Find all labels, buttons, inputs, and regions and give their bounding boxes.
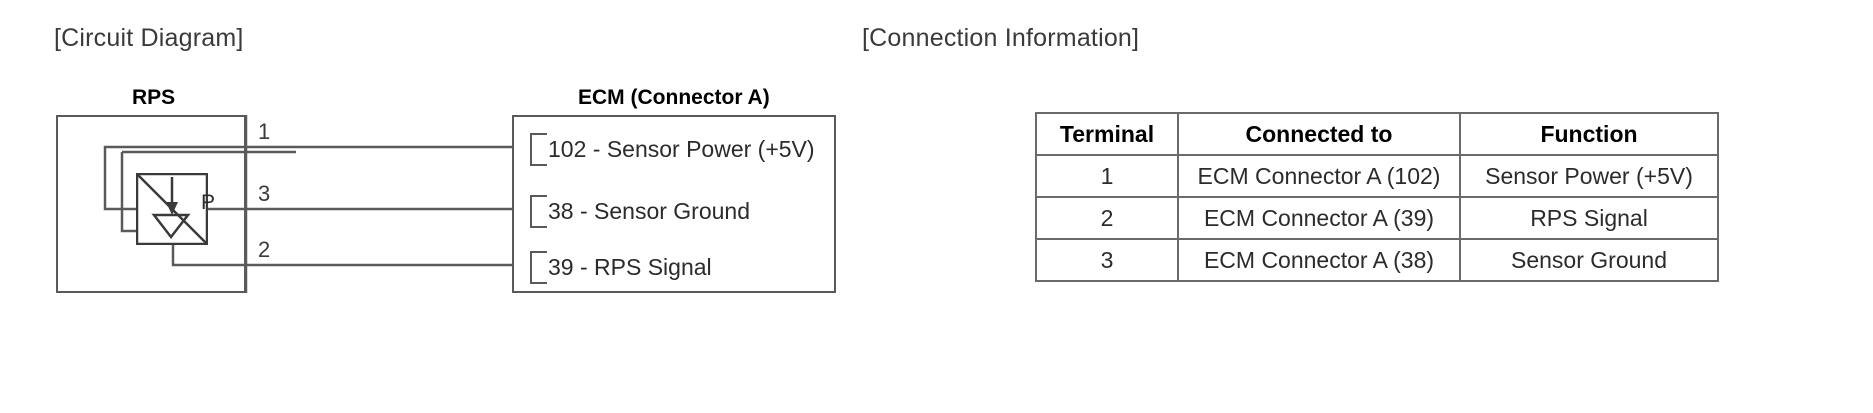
ecm-terminal-label: 102 - Sensor Power (+5V) <box>548 135 815 162</box>
ecm-terminal-39: 39 - RPS Signal <box>530 245 712 289</box>
cell-terminal: 1 <box>1035 154 1179 198</box>
table-header-row: Terminal Connected to Function <box>1035 112 1719 156</box>
rps-box-title: RPS <box>132 86 176 109</box>
table-row: 2 ECM Connector A (39) RPS Signal <box>1035 196 1719 240</box>
cell-terminal: 3 <box>1035 238 1179 282</box>
connection-information-table: Terminal Connected to Function 1 ECM Con… <box>1035 112 1719 282</box>
rps-pin-2-number: 2 <box>258 237 271 262</box>
table-row: 1 ECM Connector A (102) Sensor Power (+5… <box>1035 154 1719 198</box>
cell-terminal: 2 <box>1035 196 1179 240</box>
terminal-bracket-icon <box>530 132 547 166</box>
pressure-sensor-symbol <box>136 173 208 245</box>
ecm-component-box <box>512 115 836 293</box>
ecm-box-title: ECM (Connector A) <box>578 86 770 109</box>
ecm-terminal-label: 38 - Sensor Ground <box>548 197 751 224</box>
ecm-terminal-38: 38 - Sensor Ground <box>530 189 750 233</box>
circuit-diagram: RPS P 1 3 2 ECM (C <box>0 0 860 413</box>
column-header-connected-to: Connected to <box>1177 112 1461 156</box>
cell-function: Sensor Ground <box>1459 238 1719 282</box>
connection-heading: [Connection Information] <box>862 24 1140 52</box>
cell-connected-to: ECM Connector A (102) <box>1177 154 1461 198</box>
column-header-terminal: Terminal <box>1035 112 1179 156</box>
rps-pin-3-number: 3 <box>258 181 271 206</box>
table-row: 3 ECM Connector A (38) Sensor Ground <box>1035 238 1719 282</box>
sensor-symbol-label: P <box>201 191 216 214</box>
terminal-bracket-icon <box>530 250 547 284</box>
cell-function: RPS Signal <box>1459 196 1719 240</box>
terminal-bracket-icon <box>530 194 547 228</box>
cell-function: Sensor Power (+5V) <box>1459 154 1719 198</box>
cell-connected-to: ECM Connector A (39) <box>1177 196 1461 240</box>
ecm-terminal-label: 39 - RPS Signal <box>548 253 712 280</box>
ecm-terminal-102: 102 - Sensor Power (+5V) <box>530 127 815 171</box>
column-header-function: Function <box>1459 112 1719 156</box>
cell-connected-to: ECM Connector A (38) <box>1177 238 1461 282</box>
circuit-heading: [Circuit Diagram] <box>54 24 244 52</box>
rps-pin-1-number: 1 <box>258 119 271 144</box>
